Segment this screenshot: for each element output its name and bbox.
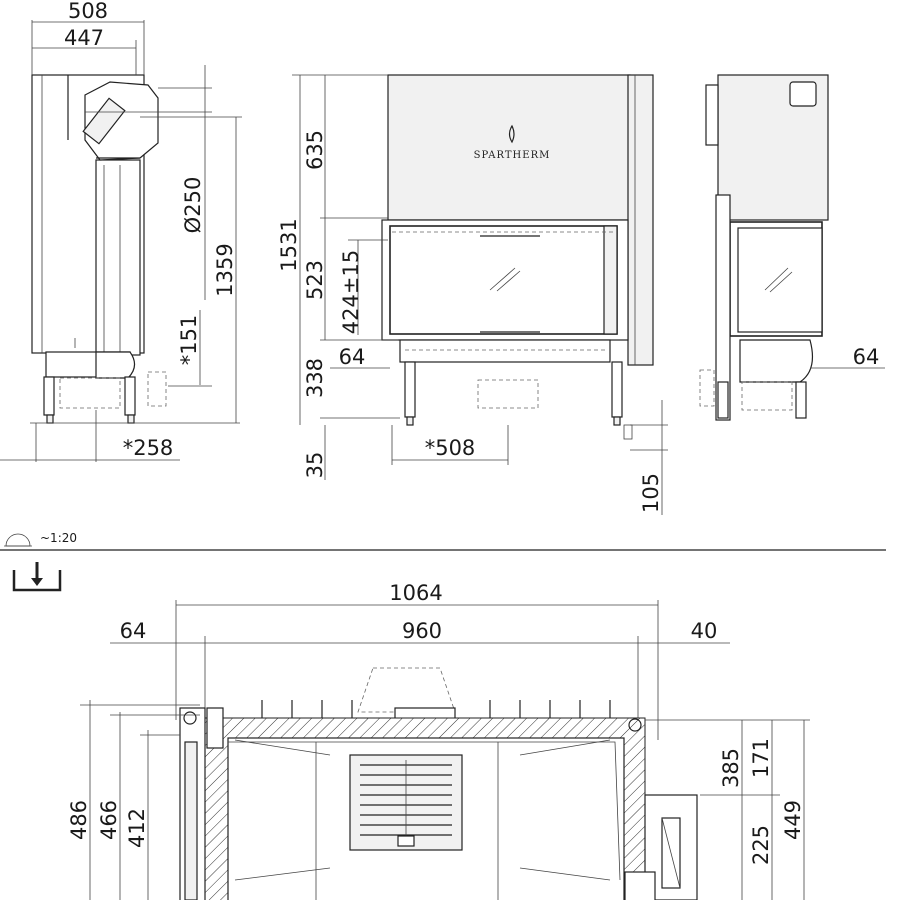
dim-225: 225 [749,825,773,865]
dim-508-bottom: *508 [425,436,476,460]
dim-466: 466 [97,800,121,840]
dim-1359: 1359 [213,243,237,296]
dim-40: 40 [691,619,718,643]
front-view: SPARTHERM 1531 635 523 424±15 338 64 [277,74,668,515]
dim-64-front: 64 [339,345,366,369]
window-icon [789,81,817,107]
dim-508-top: 508 [68,0,108,23]
dim-1064: 1064 [389,581,442,605]
dim-1531: 1531 [277,218,301,271]
dim-960: 960 [402,619,442,643]
dim-35: 35 [303,452,327,479]
dim-flue-diameter: Ø250 [181,177,205,234]
protractor-icon [5,533,31,547]
dim-338: 338 [303,358,327,398]
scale-label: ~1:20 [40,531,77,545]
left-side-view: 508 447 Ø250 1359 *151 *258 [0,0,242,462]
brand-logo-text: SPARTHERM [474,150,551,161]
dim-151: *151 [177,315,201,366]
dim-64-right: 64 [853,345,880,369]
wall-ribs [261,700,611,718]
dim-635: 635 [303,130,327,170]
dim-258: *258 [123,436,174,460]
plan-view-icon [12,562,62,592]
grate [360,760,452,845]
dim-424: 424±15 [339,250,363,334]
dim-105: 105 [639,473,663,513]
flame-icon [508,124,515,144]
dim-449: 449 [781,800,805,840]
dim-385: 385 [719,748,743,788]
dim-447-top: 447 [64,26,104,50]
dim-64-plan: 64 [120,619,147,643]
dim-412: 412 [125,808,149,848]
dim-171: 171 [749,738,773,778]
dim-523: 523 [303,260,327,300]
plan-view: 1064 64 960 40 [67,581,810,900]
dim-486: 486 [67,800,91,840]
right-side-view: 64 [699,74,885,421]
scale-indicator: ~1:20 [4,531,77,547]
